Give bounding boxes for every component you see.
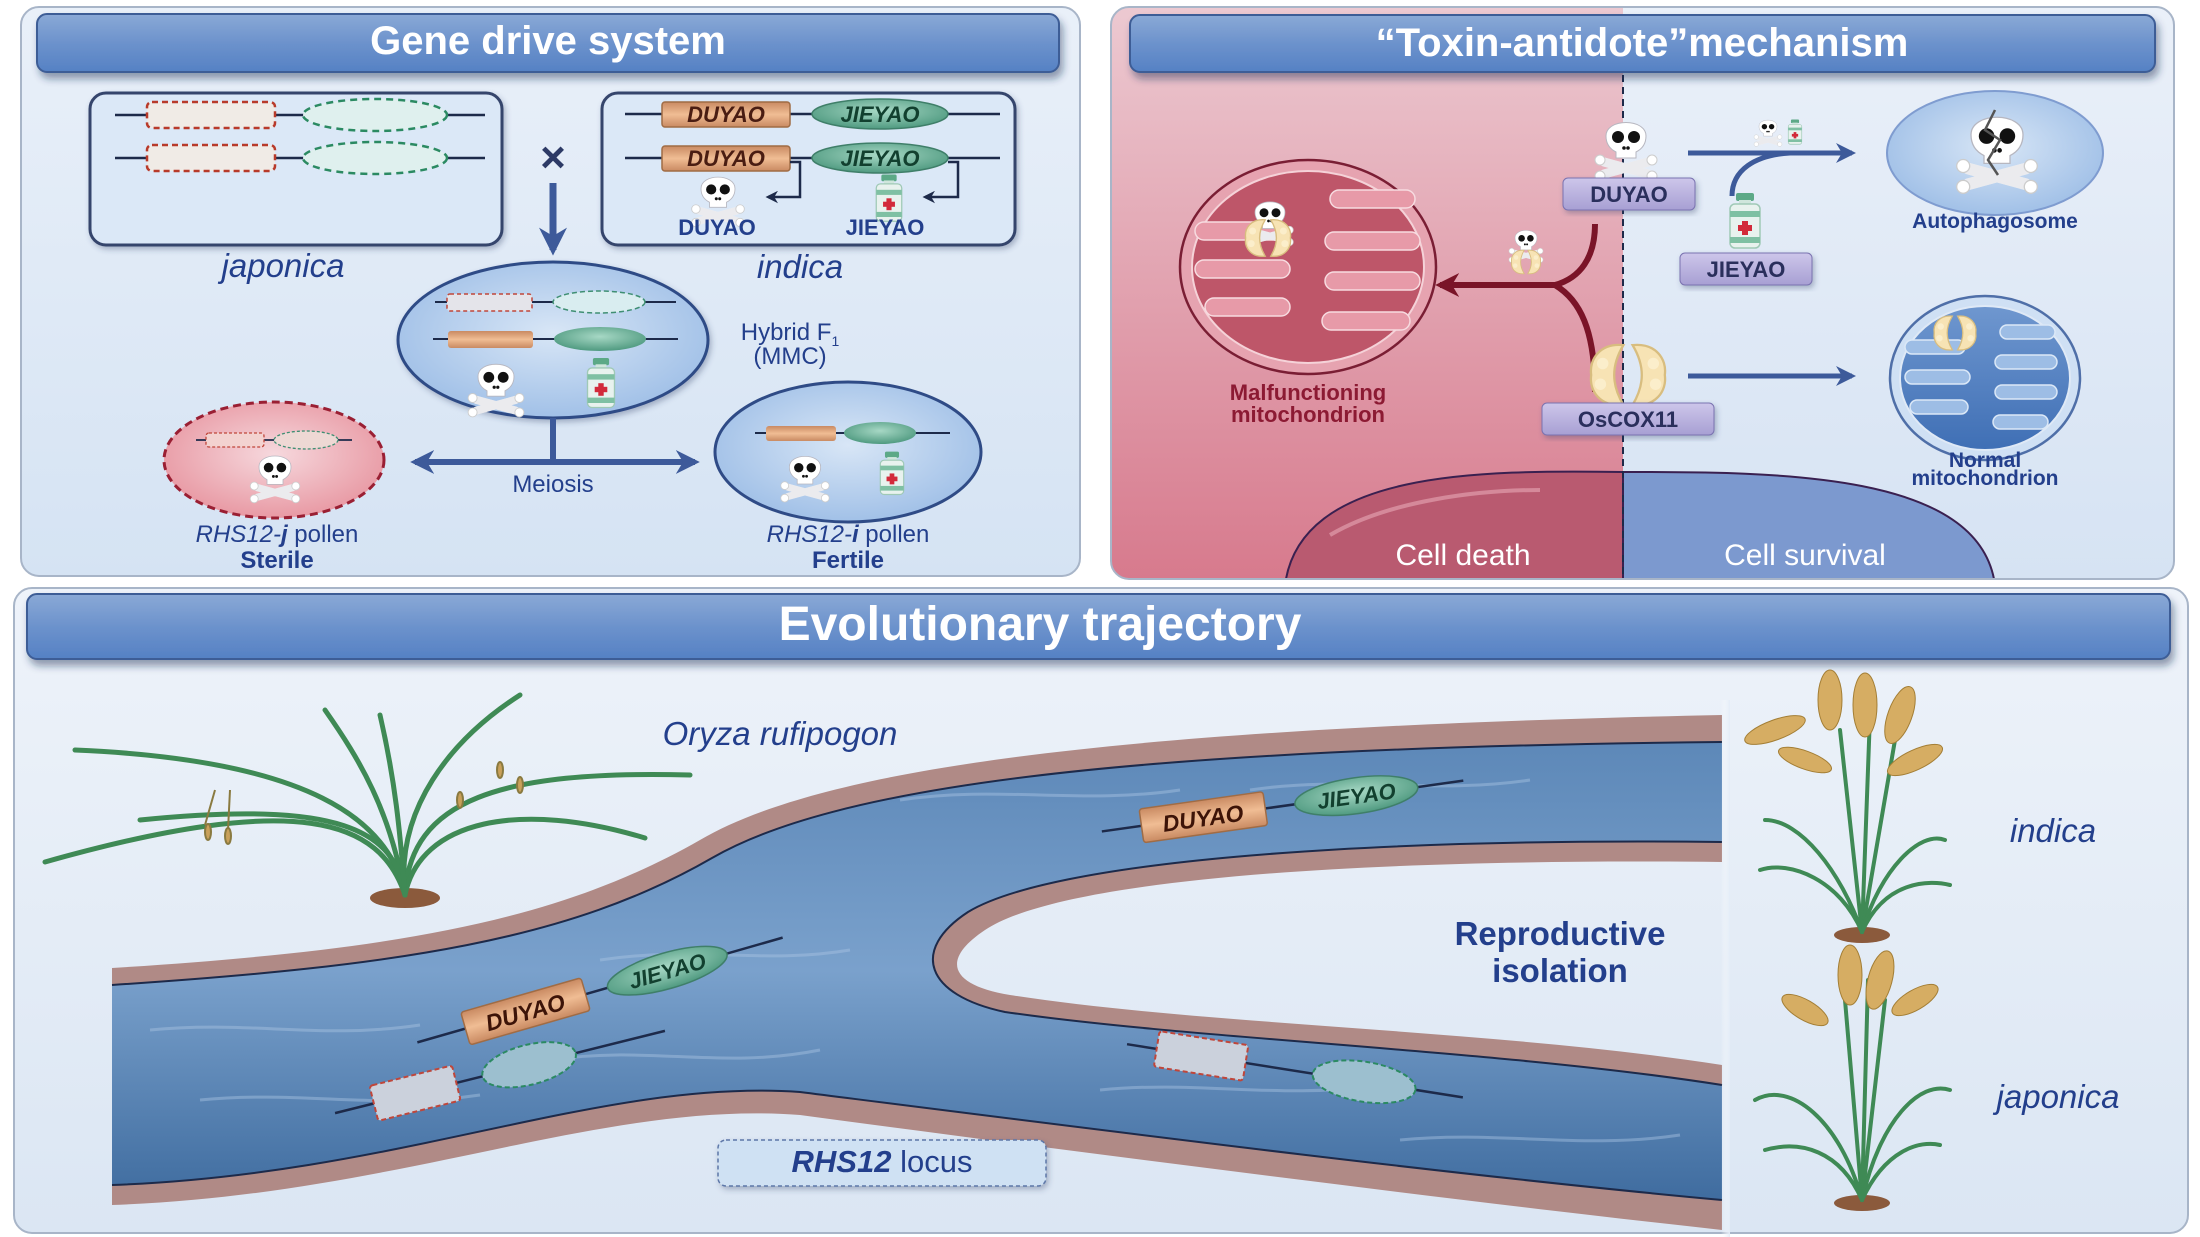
gene-drive-header (36, 13, 1060, 73)
sterile-status: Sterile (240, 547, 313, 574)
ancestor-label: Oryza rufipogon (663, 715, 898, 752)
normal-label-1: Normal (1949, 449, 2021, 472)
oscox11-tag-label: OsCOX11 (1578, 407, 1678, 432)
antidote-path (1729, 150, 1791, 197)
evolution-title: Evolutionary trajectory (779, 598, 1302, 651)
crack-line (1983, 109, 2002, 176)
jieyao-gene-label: JIEYAO (840, 146, 919, 171)
autophagosome (1886, 90, 2104, 216)
expression-arrow (922, 160, 960, 204)
japonica-chromosome-1 (115, 97, 485, 133)
null-jieyao-allele (301, 140, 449, 176)
jieyao-gene (811, 142, 949, 174)
japonica-null-locus (1126, 1030, 1464, 1105)
indica-plant-label: indica (2010, 812, 2096, 849)
japonica-parent-box (88, 91, 504, 247)
indica-plant (1744, 669, 1952, 943)
oryza-rufipogon-plant (42, 692, 693, 908)
duyao-tag (1562, 177, 1696, 211)
ancestral-null-locus (334, 1029, 666, 1122)
null-duyao-allele (145, 100, 277, 130)
toxin-antidote-header (1129, 14, 2156, 73)
duyao-tag-label: DUYAO (1590, 182, 1667, 207)
japonica-plant-label: japonica (1993, 1078, 2120, 1115)
jieyao-gene-label: JIEYAO (840, 102, 919, 127)
hybrid-f1-label: Hybrid F1 (741, 319, 840, 349)
mmc-label: (MMC) (753, 343, 826, 370)
jieyao-tag-label: JIEYAO (1707, 257, 1786, 282)
normal-mitochondrion (1888, 294, 2082, 462)
toxin-antidote-title: “Toxin-antidote”mechanism (1376, 21, 1909, 65)
duyao-gene (661, 145, 791, 172)
malfunction-label-1: Malfunctioning (1230, 380, 1386, 405)
evolution-header (26, 593, 2171, 660)
hybrid-f1-cell (396, 260, 710, 418)
indica-locus: DUYAO JIEYAO (1101, 775, 1464, 844)
rhs12-locus-label: RHS12 locus (792, 1144, 973, 1179)
fertile-pollen-label: RHS12-i pollen (767, 521, 930, 548)
expression-arrow (765, 160, 802, 204)
oscox11-tag (1541, 402, 1715, 436)
meiosis-label: Meiosis (512, 471, 593, 498)
malfunctioning-mitochondrion (1178, 158, 1438, 376)
duyao-gene (661, 101, 791, 128)
autophagosome-label: Autophagosome (1912, 210, 2078, 233)
cell-survival-label: Cell survival (1724, 539, 1886, 572)
japonica-chromosome-2 (115, 140, 485, 176)
null-jieyao-allele (301, 97, 449, 133)
duyao-gene-label: DUYAO (687, 146, 765, 171)
japonica-plant (1753, 944, 1952, 1211)
jieyao-gene (811, 98, 949, 130)
jieyao-tag (1679, 252, 1813, 286)
cell-death-nucleus (1283, 470, 1624, 579)
sterile-pollen (162, 400, 386, 520)
fertile-pollen (713, 380, 983, 524)
japonica-label: japonica (218, 247, 345, 284)
isolation-label-1: Reproductive (1455, 915, 1666, 952)
malfunction-label-2: mitochondrion (1231, 402, 1385, 427)
duyao-gene-label: DUYAO (687, 102, 765, 127)
toxin-antidote-panel: “Toxin-antidote”mechanism Malfunctioning… (1110, 6, 2175, 580)
gene-drive-title: Gene drive system (370, 19, 726, 63)
toxin-path (1554, 223, 1598, 288)
evolution-panel: Evolutionary trajectory (13, 587, 2189, 1237)
normal-label-2: mitochondrion (1912, 467, 2059, 490)
sterile-pollen-label: RHS12-j pollen (196, 521, 359, 548)
fertile-status: Fertile (812, 547, 884, 574)
rhs12-locus-badge (717, 1139, 1047, 1187)
duyao-product-label: DUYAO (678, 215, 755, 240)
cell-death-label: Cell death (1395, 539, 1530, 572)
isolation-label-2: isolation (1492, 952, 1628, 989)
null-duyao-allele (145, 143, 277, 173)
cross-icon: × (540, 133, 566, 182)
indica-parent-box: DUYAO JIEYAO DUYAO JIEYAO DUYAO JIEYAO (600, 91, 1017, 247)
gene-drive-panel: Gene drive system japonica × DUYAO (20, 6, 1081, 577)
cell-survival-nucleus (1622, 470, 1997, 579)
jieyao-product-label: JIEYAO (846, 215, 925, 240)
indica-label: indica (757, 248, 843, 285)
